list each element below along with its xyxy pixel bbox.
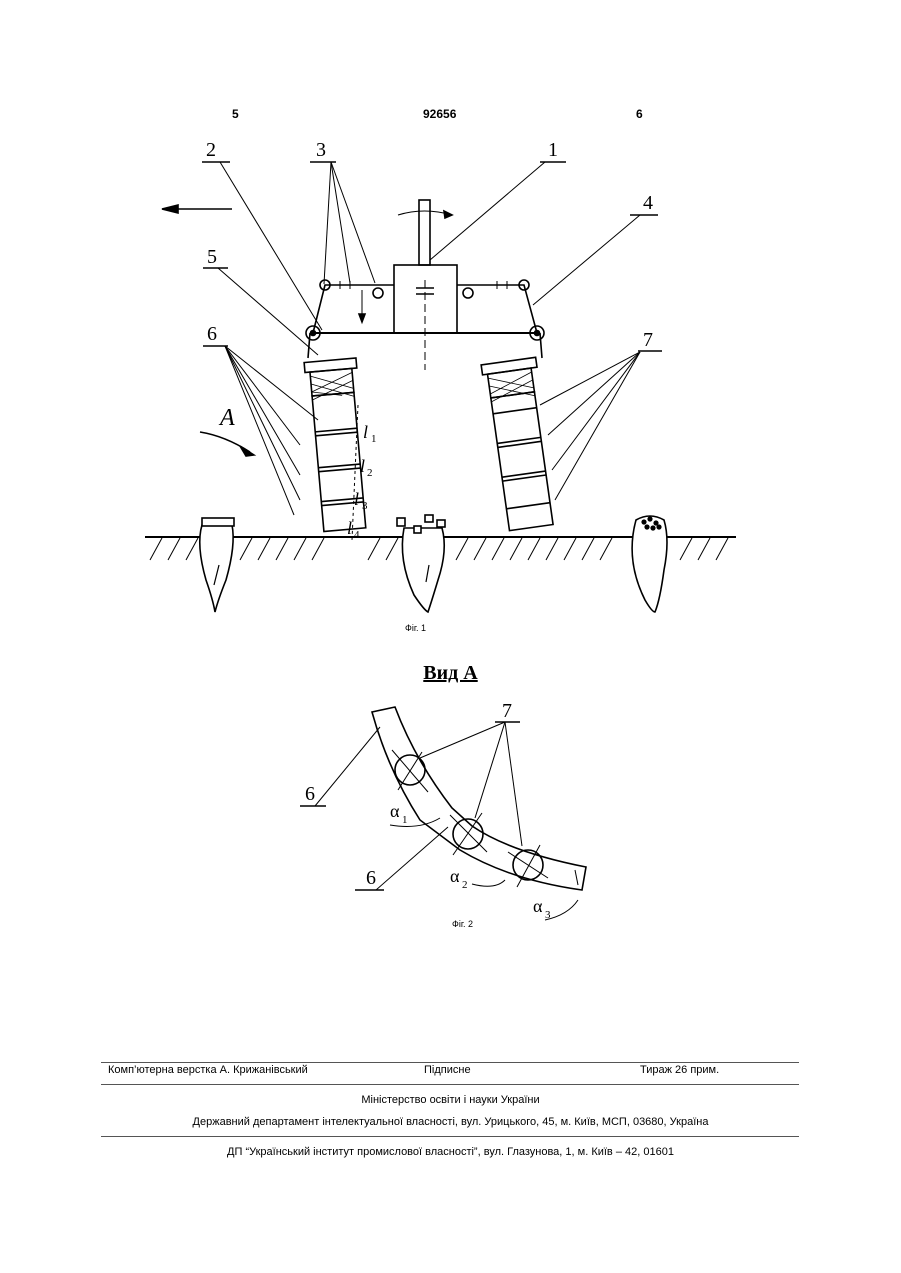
right-drum (481, 357, 559, 531)
footer-rule-3 (101, 1136, 799, 1137)
fig2-label-6b: 6 (366, 867, 376, 889)
figure-drawing: 2 3 1 4 5 6 7 A l 1 l 2 l 3 l 4 7 6 6 α … (0, 0, 901, 960)
fig2-label-6a: 6 (305, 783, 315, 805)
figure2-caption: Фіг. 2 (452, 919, 473, 929)
fig2-alpha3: α (533, 896, 543, 916)
view-arrow-label: A (218, 405, 235, 431)
label-6: 6 (207, 323, 217, 345)
beet-middle (402, 528, 444, 612)
fig2-alpha1: α (390, 801, 400, 821)
figure1-caption: Фіг. 1 (405, 623, 426, 633)
fig2-label-7: 7 (502, 700, 512, 722)
dim-l4: l (347, 518, 352, 538)
footer-ministry: Міністерство освіти і науки України (0, 1094, 901, 1106)
dim-l1-sub: 1 (371, 433, 377, 445)
label-4: 4 (643, 192, 653, 214)
label-5: 5 (207, 246, 217, 268)
dim-l3: l (354, 489, 359, 509)
footer-institute: ДП “Український інститут промислової вла… (0, 1146, 901, 1158)
fig2-alpha2: α (450, 866, 460, 886)
footer-signed: Підписне (424, 1064, 471, 1076)
footer-rule-2 (101, 1084, 799, 1085)
label-2: 2 (206, 139, 216, 161)
fig2-alpha1-sub: 1 (402, 814, 408, 826)
footer-typesetter: Комп’ютерна верстка А. Крижанівський (108, 1064, 308, 1076)
dim-l4-sub: 4 (354, 529, 360, 541)
label-7: 7 (643, 329, 653, 351)
fig2-rotor-body (372, 707, 586, 890)
dim-l2-sub: 2 (367, 467, 373, 479)
fig2-alpha2-sub: 2 (462, 879, 468, 891)
label-3: 3 (316, 139, 326, 161)
left-drum (304, 358, 371, 532)
footer-department: Державний департамент інтелектуальної вл… (0, 1116, 901, 1128)
view-title: Вид А (0, 662, 901, 685)
footer-rule-1 (101, 1062, 799, 1063)
beet-right (632, 516, 667, 612)
beet-left (200, 525, 233, 612)
dim-l1: l (363, 422, 368, 442)
label-1: 1 (548, 139, 558, 161)
dim-l2: l (360, 456, 365, 476)
motion-arrowhead (162, 205, 178, 213)
dim-l3-sub: 3 (362, 500, 368, 512)
footer-circulation: Тираж 26 прим. (640, 1064, 719, 1076)
fig2-alpha3-sub: 3 (545, 909, 551, 921)
